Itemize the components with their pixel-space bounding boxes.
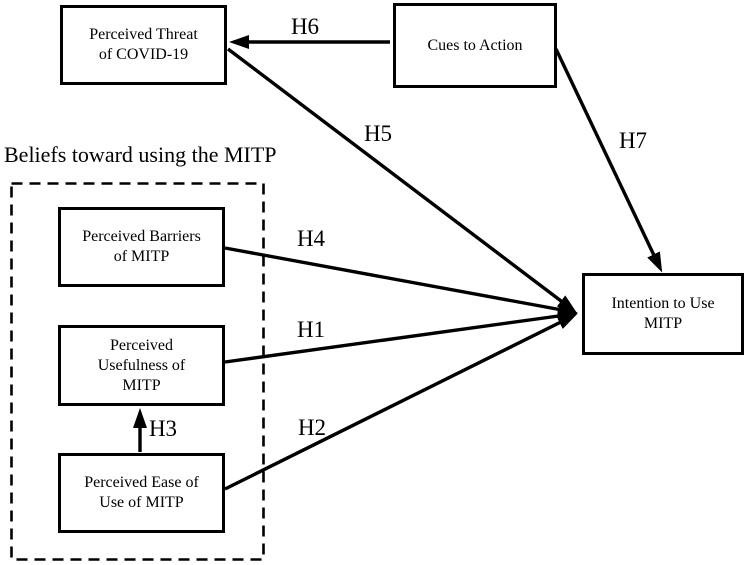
arrow-h1-usefulness-to-intention [224, 309, 578, 364]
node-perceived-ease-of-use: Perceived Ease of Use of MITP [58, 453, 225, 533]
beliefs-group-title: Beliefs toward using the MITP [4, 142, 277, 167]
hypothesis-label-h6: H6 [290, 14, 320, 39]
hypothesis-label-h5: H5 [363, 121, 393, 146]
node-intention-to-use: Intention to Use MITP [582, 273, 744, 355]
hypothesis-label-h4: H4 [296, 226, 326, 251]
hypothesis-label-h2: H2 [297, 415, 327, 440]
node-perceived-usefulness: Perceived Usefulness of MITP [58, 325, 225, 406]
hypothesis-label-h3: H3 [148, 416, 178, 441]
hypothesis-label-h7: H7 [618, 128, 648, 153]
node-cues-to-action: Cues to Action [393, 3, 557, 88]
arrow-h4-barriers-to-intention [224, 246, 578, 317]
node-perceived-barriers: Perceived Barriers of MITP [58, 207, 225, 287]
arrow-h7-cues-to-intention [554, 48, 663, 273]
beliefs-group-dashed-border [10, 182, 265, 561]
node-perceived-threat: Perceived Threat of COVID-19 [60, 5, 227, 85]
hypothesis-label-h1: H1 [296, 317, 326, 342]
arrow-h2-ease-to-intention [224, 313, 578, 491]
arrow-h5-threat-to-intention [226, 47, 577, 314]
